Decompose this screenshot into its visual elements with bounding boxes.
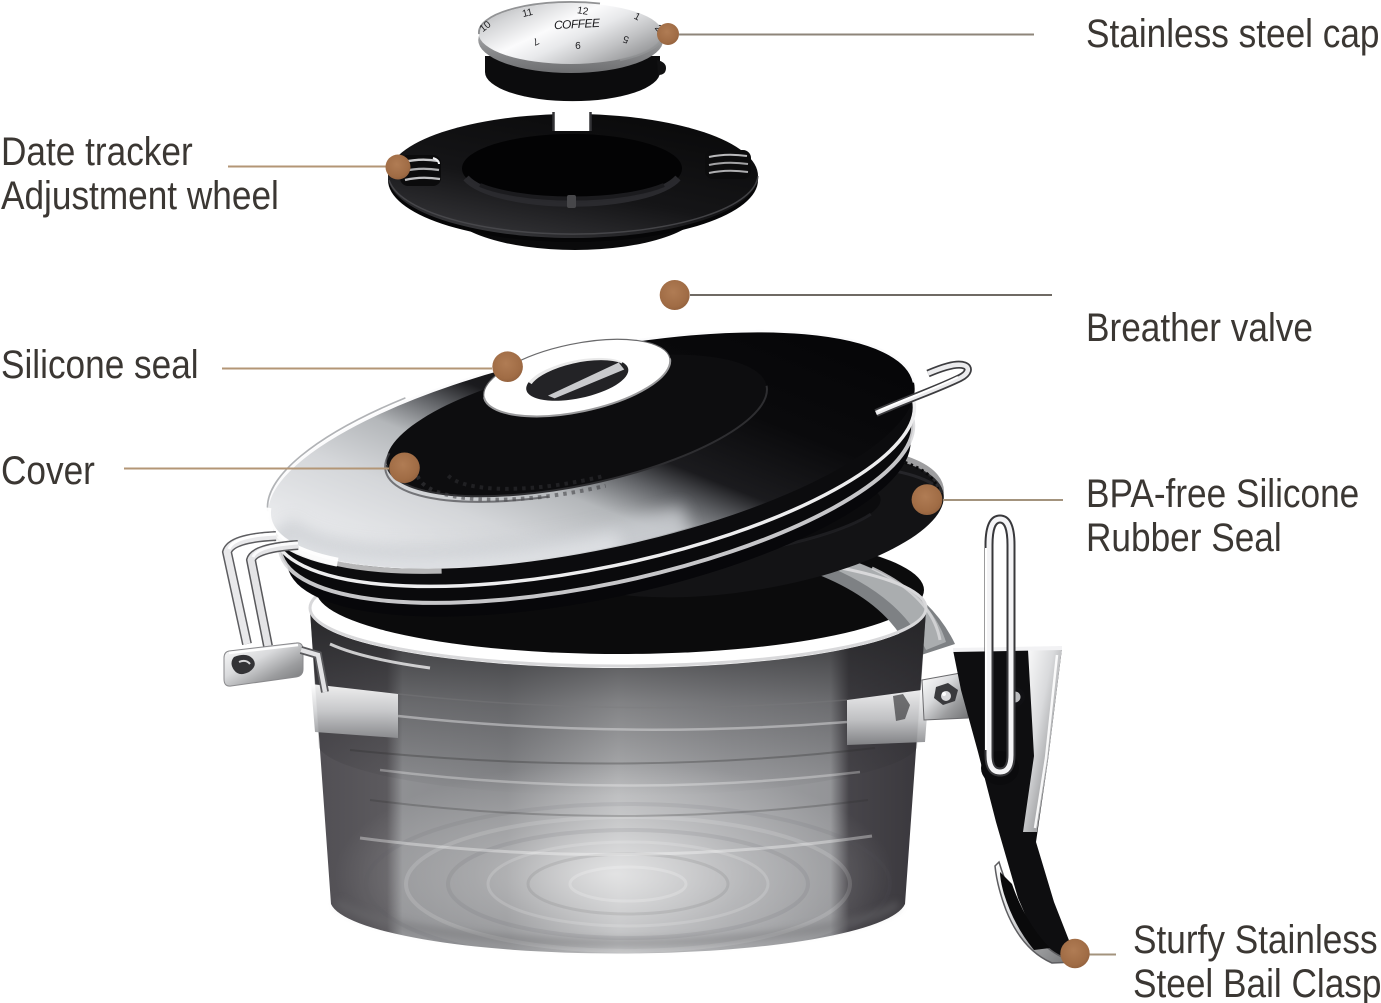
svg-text:7: 7 <box>530 35 540 47</box>
svg-text:12: 12 <box>576 5 589 18</box>
svg-text:1: 1 <box>632 11 642 24</box>
svg-text:5: 5 <box>621 32 630 44</box>
svg-text:COFFEE: COFFEE <box>554 16 602 32</box>
svg-text:2: 2 <box>652 23 664 35</box>
svg-text:11: 11 <box>521 7 534 20</box>
svg-text:9: 9 <box>574 39 580 50</box>
